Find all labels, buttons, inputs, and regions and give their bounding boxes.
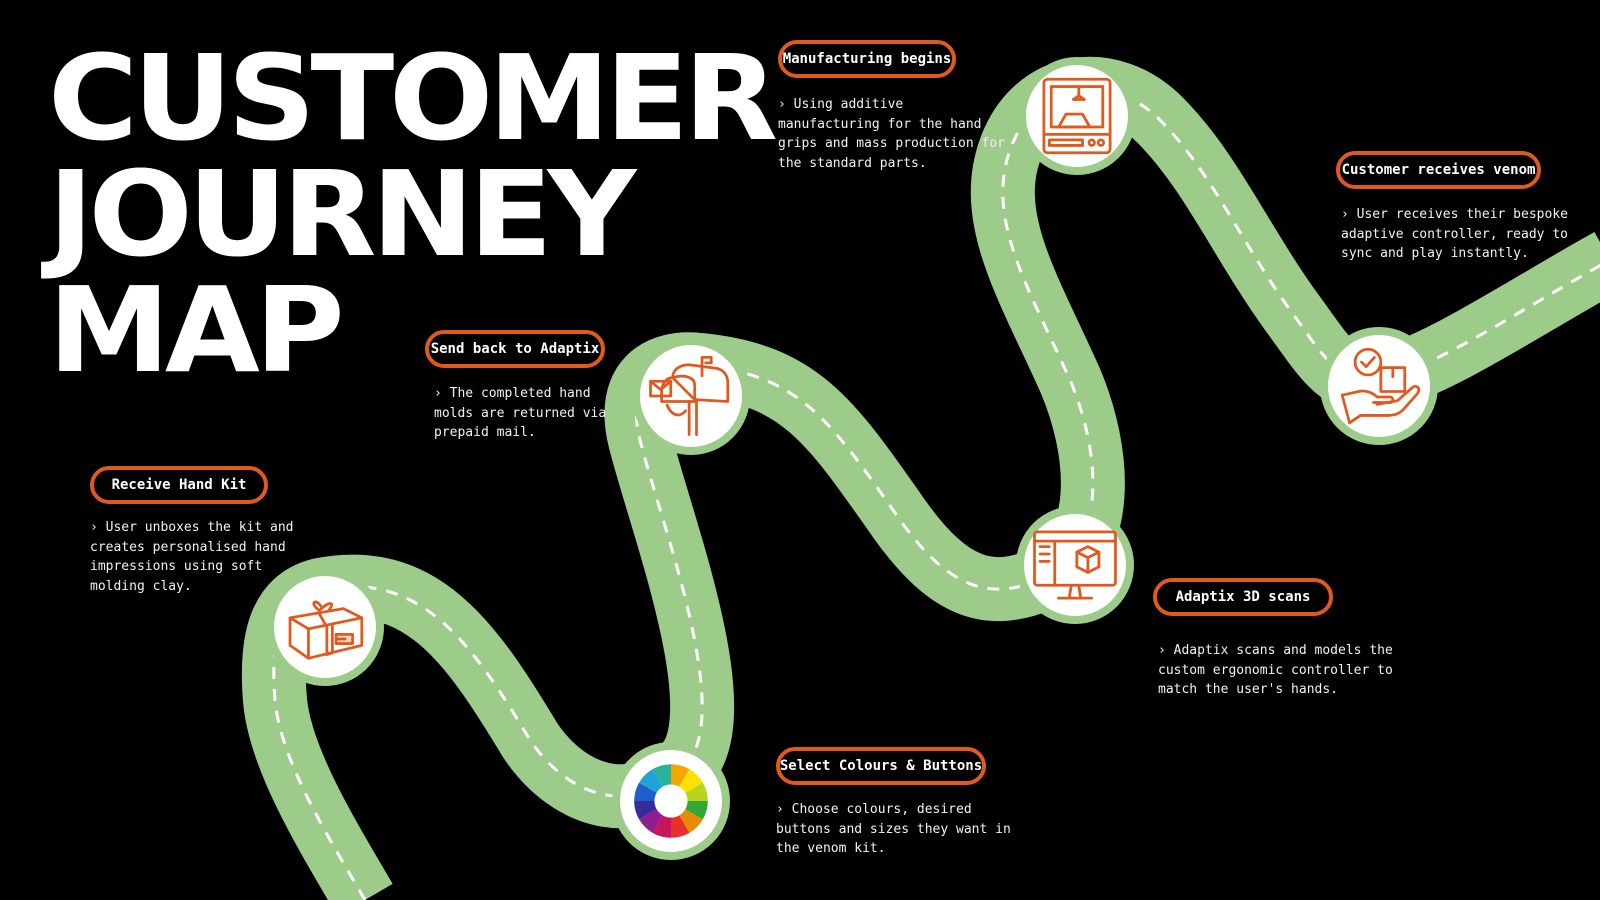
color-wheel-icon: [634, 764, 708, 838]
step-node-adaptix-3d-scans: [1016, 506, 1134, 624]
step-node-receive-hand-kit: [266, 568, 384, 686]
title-line-3: MAP: [48, 261, 345, 399]
step-label-customer-receives-venom: Customer receives venom: [1336, 151, 1541, 189]
3d-printer-icon: [1042, 77, 1112, 155]
step-label-adaptix-3d-scans: Adaptix 3D scans: [1153, 578, 1333, 616]
road-dash-line: [272, 87, 1600, 900]
step-node-send-back-to-adaptix: [632, 337, 750, 455]
step-description-adaptix-3d-scans: › Adaptix scans and models the custom er…: [1158, 643, 1393, 697]
step-label-select-colours-buttons: Select Colours & Buttons: [776, 747, 986, 785]
step-description-customer-receives-venom: › User receives their bespoke adaptive c…: [1341, 207, 1568, 261]
step-label-manufacturing-begins: Manufacturing begins: [778, 40, 956, 78]
step-description-select-colours-buttons: › Choose colours, desired buttons and si…: [776, 802, 1011, 856]
step-node-select-colours-buttons: [612, 742, 730, 860]
step-node-customer-receives-venom: [1320, 327, 1438, 445]
step-label-receive-hand-kit: Receive Hand Kit: [90, 466, 268, 504]
page-title: CUSTOMER JOURNEY MAP: [48, 29, 778, 399]
3d-scan-monitor-icon: [1033, 530, 1117, 600]
step-label-send-back-to-adaptix: Send back to Adaptix: [425, 330, 605, 368]
hand-package-icon: [1340, 347, 1421, 425]
step-node-manufacturing-begins: [1018, 57, 1136, 175]
title-line-1: CUSTOMER: [48, 29, 778, 167]
step-description-send-back-to-adaptix: › The completed hand molds are returned …: [434, 386, 607, 440]
package-icon: [288, 600, 364, 660]
step-description-manufacturing-begins: › Using additive manufacturing for the h…: [778, 97, 1005, 171]
mailbox-icon: [649, 355, 730, 437]
step-description-receive-hand-kit: › User unboxes the kit and creates perso…: [90, 520, 294, 594]
title-line-2: JOURNEY: [48, 145, 636, 283]
